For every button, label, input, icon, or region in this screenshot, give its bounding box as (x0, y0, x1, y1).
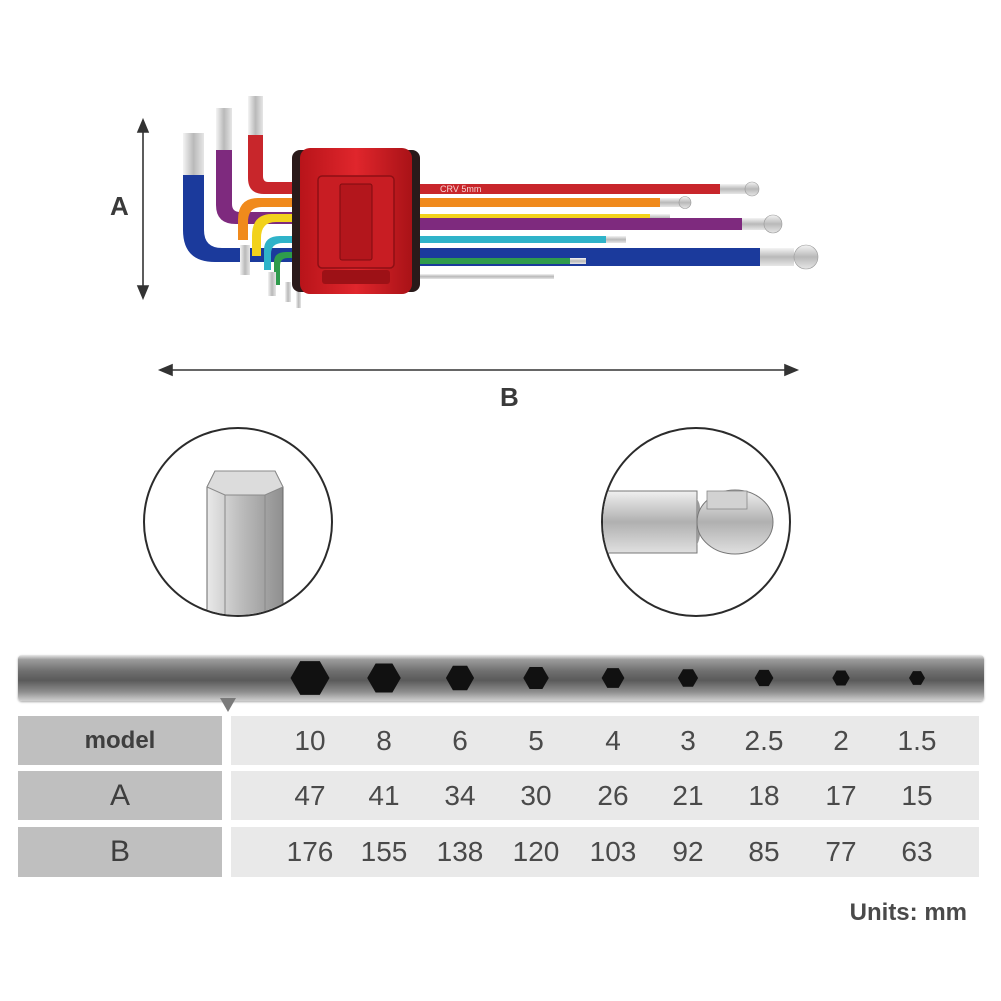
a-value-6: 21 (672, 779, 704, 811)
hex-shape-1 (290, 661, 330, 695)
model-value-3: 6 (452, 724, 468, 756)
hex-shape-6 (677, 669, 699, 687)
b-value-2: 155 (360, 836, 408, 867)
dimension-a-arrow (136, 117, 150, 301)
row-values-model: 10 8 6 5 4 3 2.5 2 1.5 (231, 716, 979, 765)
a-value-1: 47 (294, 779, 326, 811)
hex-size-bar (18, 655, 984, 701)
model-value-2: 8 (376, 724, 392, 756)
hex-key-long-arms (420, 181, 819, 279)
row-label-a: A (18, 771, 222, 820)
hex-size-shapes (290, 661, 925, 695)
hex-end-closeup-icon (206, 470, 284, 615)
hex-shape-9 (909, 671, 925, 685)
row-values-b: 176 155 138 120 103 92 85 77 63 (231, 827, 979, 877)
model-value-8: 2 (833, 724, 849, 756)
model-value-9: 1.5 (897, 724, 937, 756)
model-value-7: 2.5 (744, 724, 784, 756)
b-value-6: 92 (672, 836, 704, 867)
row-values-a: 47 41 34 30 26 21 18 17 15 (231, 771, 979, 820)
hex-key-set-illustration: CRV 5mm (136, 96, 819, 377)
b-value-3: 138 (436, 836, 484, 867)
key-holder-clip (292, 148, 420, 294)
row-label-b: B (18, 827, 222, 877)
dimension-a-label: A (110, 191, 129, 221)
units-note: Units: mm (849, 899, 967, 926)
a-value-3: 34 (444, 779, 476, 811)
b-value-9: 63 (901, 836, 933, 867)
a-label: A (109, 778, 130, 812)
hex-shape-2 (367, 663, 401, 693)
b-value-7: 85 (748, 836, 780, 867)
hex-shape-4 (523, 667, 549, 689)
model-value-4: 5 (528, 724, 544, 756)
b-value-4: 120 (512, 836, 560, 867)
b-label: B (109, 835, 130, 868)
b-value-1: 176 (286, 836, 334, 867)
a-value-5: 26 (597, 779, 629, 811)
hex-shape-7 (754, 669, 774, 687)
b-value-5: 103 (589, 836, 637, 867)
dimension-b-label: B (500, 382, 519, 412)
a-value-7: 18 (748, 779, 780, 811)
dimension-b-arrow (157, 363, 800, 377)
hex-end-zoom-circle (143, 427, 333, 617)
hex-shape-8 (832, 670, 850, 686)
row-label-model: model (18, 716, 222, 765)
b-value-8: 77 (825, 836, 857, 867)
a-value-2: 41 (368, 779, 400, 811)
hex-key-short-arms (183, 96, 301, 308)
hex-shape-5 (601, 668, 625, 688)
bar-pointer-icon (220, 698, 236, 712)
a-value-8: 17 (825, 779, 857, 811)
model-value-6: 3 (680, 724, 696, 756)
model-label: model (84, 726, 156, 754)
a-value-9: 15 (901, 779, 933, 811)
ball-end-zoom-circle (601, 427, 791, 617)
model-value-1: 10 (294, 724, 326, 756)
model-value-5: 4 (605, 724, 621, 756)
a-value-4: 30 (520, 779, 552, 811)
ball-end-closeup-icon (603, 489, 774, 555)
hex-shape-3 (445, 665, 475, 691)
key-marking-text: CRV 5mm (440, 184, 481, 194)
